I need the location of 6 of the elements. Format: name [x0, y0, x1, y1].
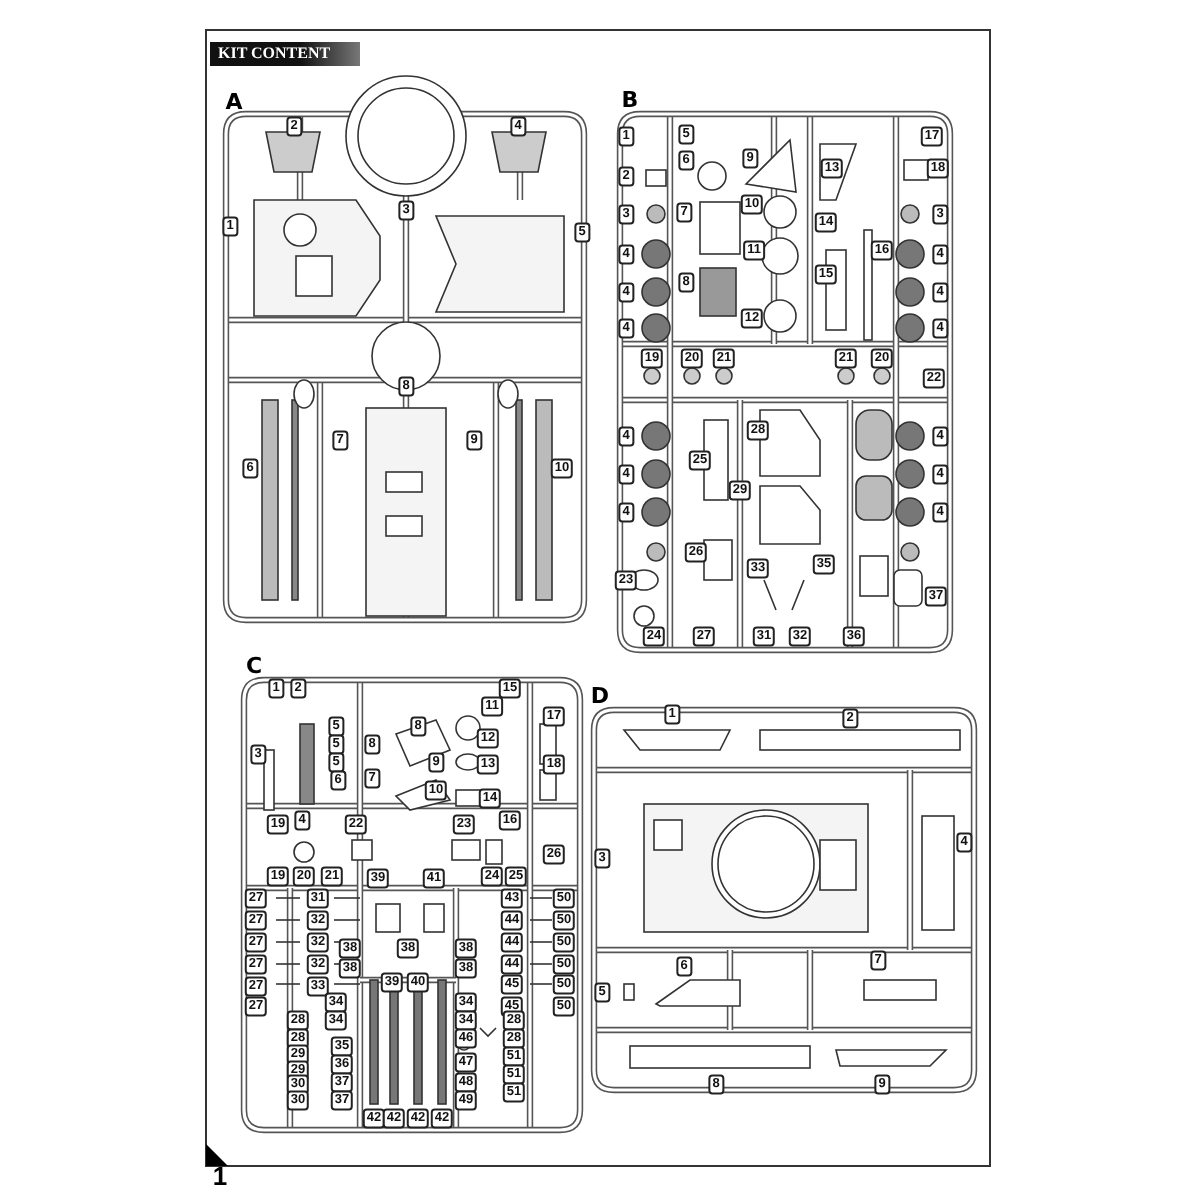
sprue-letter: D: [590, 685, 610, 707]
page-number: 1: [212, 1163, 228, 1189]
sprue-letter: B: [621, 89, 639, 111]
section-heading: KIT CONTENT: [210, 42, 360, 66]
sprue-letter: A: [225, 91, 243, 113]
sprue-letter: C: [245, 655, 263, 677]
